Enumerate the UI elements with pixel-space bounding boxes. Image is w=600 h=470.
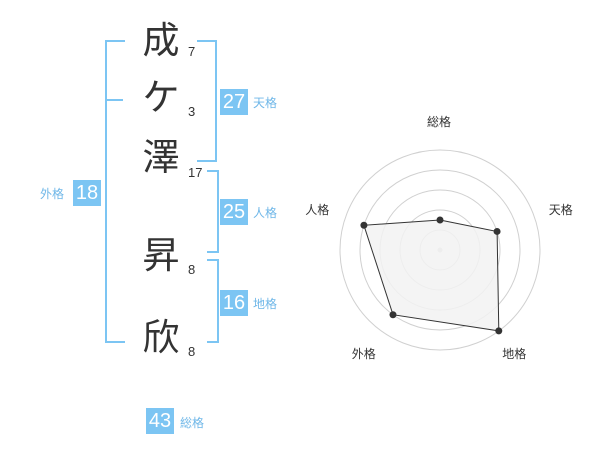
chikaku-label: 地格: [253, 297, 278, 311]
stroke-count-4: 8: [188, 262, 196, 277]
radar-axis-label-1: 総格: [427, 115, 452, 129]
bracket-tick: [105, 99, 123, 101]
gaikaku-value-badge: 18: [73, 180, 101, 206]
radar-ring: [359, 169, 521, 331]
soukaku-label: 総格: [180, 416, 205, 430]
name-char-2: ケ: [142, 76, 180, 119]
radar-point-4: [389, 311, 397, 319]
name-char-4: 昇: [142, 234, 180, 277]
tenkaku-value-badge: 27: [220, 89, 248, 115]
name-char-1: 成: [142, 19, 180, 62]
stroke-count-5: 8: [188, 344, 196, 359]
name-char-3: 澤: [142, 136, 180, 179]
chikaku-bracket: [207, 259, 219, 343]
jinkaku-value-badge: 25: [220, 199, 248, 225]
stroke-count-2: 3: [188, 104, 196, 119]
soukaku-value-badge: 43: [146, 408, 174, 434]
radar-point-1: [436, 216, 444, 224]
stroke-count-1: 7: [188, 44, 196, 59]
gaikaku-label: 外格: [40, 187, 65, 201]
radar-point-5: [360, 221, 368, 229]
name-char-5: 欣: [142, 316, 180, 359]
jinkaku-bracket: [207, 170, 219, 253]
radar-series-polygon: [363, 219, 500, 332]
gaikaku-bracket: [105, 40, 125, 343]
jinkaku-label: 人格: [253, 206, 278, 220]
radar-point-3: [495, 327, 503, 335]
radar-ring: [339, 149, 541, 351]
tenkaku-label: 天格: [253, 96, 278, 110]
radar-axis-label-4: 外格: [351, 346, 376, 361]
radar-axis-label-3: 地格: [502, 346, 527, 361]
radar-axis-label-5: 人格: [305, 203, 330, 218]
radar-axis-label-2: 天格: [548, 203, 573, 218]
tenkaku-bracket: [197, 40, 217, 162]
radar-point-2: [493, 227, 501, 235]
chikaku-value-badge: 16: [220, 290, 248, 316]
stroke-count-3: 17: [188, 165, 203, 180]
